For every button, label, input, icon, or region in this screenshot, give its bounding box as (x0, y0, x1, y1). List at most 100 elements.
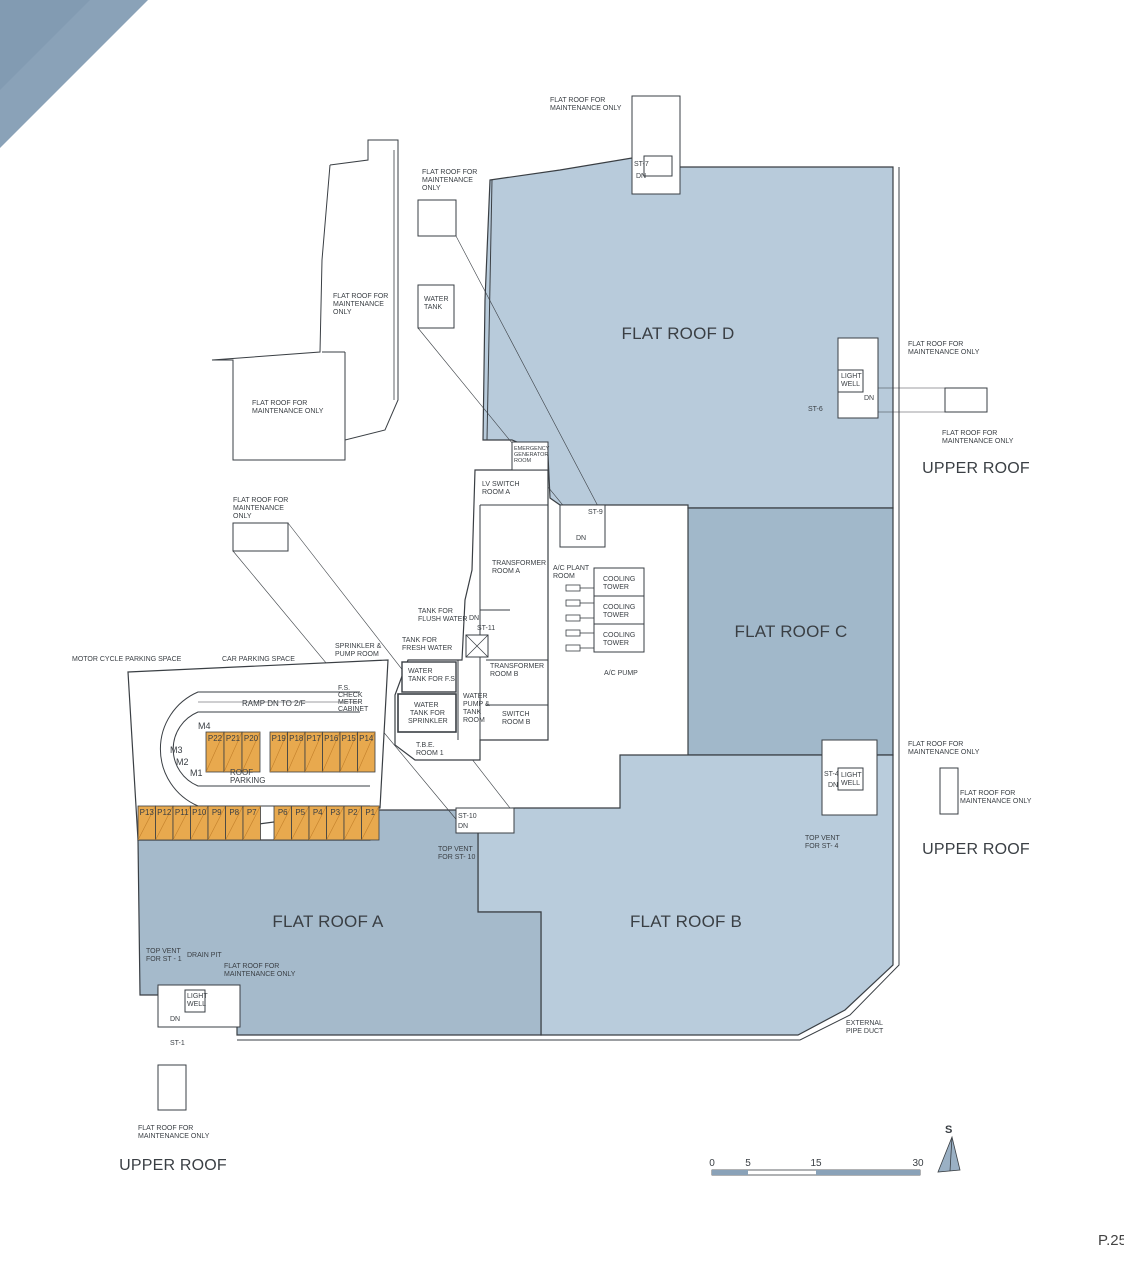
parking-bay-hatch (343, 805, 362, 841)
parking-bay-label: P4 (313, 808, 323, 817)
st10-label: ST-10 (458, 813, 477, 820)
cooling-tower-3 (593, 623, 645, 653)
parking-bay-label: P13 (140, 808, 155, 817)
page-number: P.25 (1098, 1232, 1124, 1249)
water-tank-sprinkler-room (397, 693, 457, 733)
drain-pit-label: DRAIN PIT (187, 952, 222, 959)
parking-bay-hatch (308, 805, 327, 841)
st11-dn: DN (469, 615, 479, 622)
parking-bay-label: P10 (192, 808, 207, 817)
parking-bay-label: P7 (247, 808, 257, 817)
parking-bay-hatch (326, 805, 345, 841)
cooling-tower-1 (593, 567, 645, 597)
ramp-label: RAMP DN TO 2/F (242, 699, 306, 708)
parking-bay-hatch (137, 805, 156, 841)
st1-dn: DN (170, 1016, 180, 1023)
top-left-roof-outline (211, 139, 399, 461)
st9-label: ST-9 (588, 509, 603, 516)
left-mid-roof-box (232, 522, 289, 552)
guide-line (417, 327, 576, 521)
ac-pumps (565, 584, 594, 652)
courtyard-edge (515, 504, 689, 809)
water-tank-fs-room (401, 661, 457, 693)
st1-label: ST-1 (170, 1040, 185, 1047)
parking-bay-label: P20 (244, 734, 259, 743)
parking-bay-label: P22 (208, 734, 223, 743)
light-well-st1 (184, 989, 206, 1013)
north-arrow-icon (937, 1135, 961, 1173)
parking-bay-hatch (357, 731, 376, 773)
upper-roof-label-3: UPPER ROOF (119, 1157, 227, 1174)
st11-label: ST-11 (477, 625, 495, 632)
moto-m1: M1 (190, 768, 203, 778)
parking-bay-label: P18 (289, 734, 304, 743)
parking-bay-hatch (190, 805, 209, 841)
parking-bay-hatch (225, 805, 244, 841)
parking-bay-label: P17 (307, 734, 322, 743)
light-well-st6 (837, 369, 864, 393)
st9-dn: DN (576, 535, 586, 542)
parking-bay-label: P1 (365, 808, 375, 817)
north-arrow-mid (949, 1136, 953, 1172)
parking-bay-label: P9 (212, 808, 222, 817)
parking-bay-label: P16 (324, 734, 339, 743)
parking-bay-hatch (291, 805, 310, 841)
scale-tick-5: 5 (745, 1158, 751, 1169)
parking-bay-hatch (304, 731, 323, 773)
small-roof-box-1 (417, 199, 457, 237)
parking-bay-hatch (287, 731, 306, 773)
lift-x (465, 634, 489, 658)
flat-roof-c-label: FLAT ROOF C (734, 622, 847, 641)
ramp-curve-inner (172, 711, 370, 787)
parking-bay-label: P15 (342, 734, 357, 743)
st4-label: ST-4 (824, 771, 839, 778)
moto-m4: M4 (198, 721, 211, 731)
upper-roof-box-r2 (939, 767, 959, 815)
parking-bay-hatch (205, 731, 225, 773)
parking-bay-hatch (242, 805, 261, 841)
moto-m2: M2 (176, 757, 189, 767)
parking-bay-hatch (361, 805, 380, 841)
flat-roof-d-label: FLAT ROOF D (621, 324, 734, 343)
parking-bay-hatch (172, 805, 191, 841)
upper-roof-label-1: UPPER ROOF (922, 460, 1030, 477)
parking-bay-hatch (241, 731, 261, 773)
st4-dn: DN (828, 782, 838, 789)
guide-line (455, 235, 601, 511)
water-tank-box (417, 284, 455, 329)
moto-m3: M3 (170, 745, 183, 755)
parking-bay-hatch (223, 731, 243, 773)
light-well-st4 (837, 767, 864, 791)
corner-decoration-shade (0, 0, 90, 90)
st7-dn: DN (636, 173, 646, 180)
flat-roof-b-label: FLAT ROOF B (630, 912, 742, 931)
car-parking-label: CAR PARKING SPACE (222, 656, 295, 663)
ac-pump-label: A/C PUMP (604, 670, 638, 677)
scale-bar (711, 1169, 921, 1176)
scale-tick-0: 0 (709, 1158, 715, 1169)
parking-bay-label: P8 (229, 808, 239, 817)
emergency-generator-room (511, 441, 549, 471)
